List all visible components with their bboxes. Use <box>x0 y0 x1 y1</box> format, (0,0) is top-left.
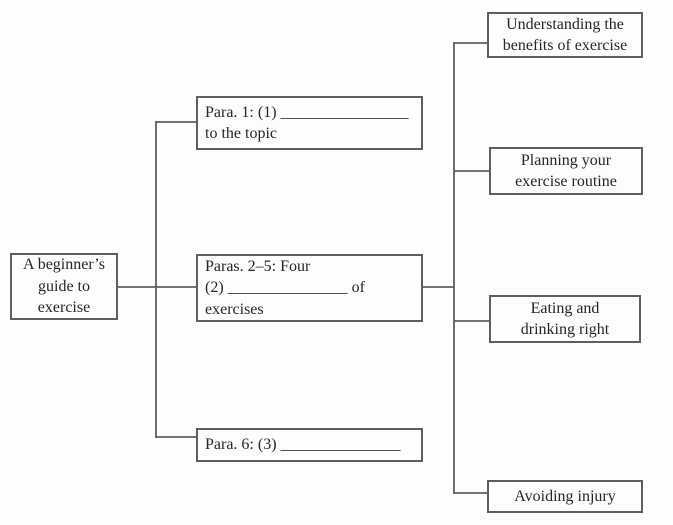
node-text-line: Understanding the <box>506 15 624 33</box>
node-text-line: exercise routine <box>515 173 617 190</box>
node-avoiding-injury: Avoiding injury <box>487 480 643 513</box>
node-understanding-benefits: Understanding the benefits of exercise <box>487 12 643 58</box>
node-eating-drinking: Eating and drinking right <box>489 295 641 343</box>
node-text-line: benefits of exercise <box>502 37 628 54</box>
node-text-line: exercise <box>37 299 91 317</box>
node-planning-routine: Planning your exercise routine <box>489 147 643 195</box>
node-text-line: Para. 6: (3) _______________ <box>205 436 401 454</box>
node-text-line: drinking right <box>520 321 610 338</box>
node-text-line: Para. 1: (1) ________________ <box>205 103 409 121</box>
node-text-line: guide to <box>38 277 90 295</box>
node-text-line: (2) _______________ of <box>205 279 365 297</box>
node-text-line: Paras. 2–5: Four <box>205 257 311 275</box>
node-root-guide: A beginner’s guide to exercise <box>10 253 118 320</box>
node-text-line: A beginner’s <box>23 256 105 274</box>
node-text-line: Eating and <box>530 299 600 317</box>
node-text-line: Avoiding injury <box>514 487 616 505</box>
node-text-line: Planning your <box>520 151 612 169</box>
node-paras-2-5: Paras. 2–5: Four (2) _______________ of … <box>196 254 423 322</box>
node-para-6: Para. 6: (3) _______________ <box>196 428 423 462</box>
node-para-1: Para. 1: (1) ________________ to the top… <box>196 96 423 150</box>
node-text-line: to the topic <box>205 125 277 142</box>
node-text-line: exercises <box>205 300 264 318</box>
